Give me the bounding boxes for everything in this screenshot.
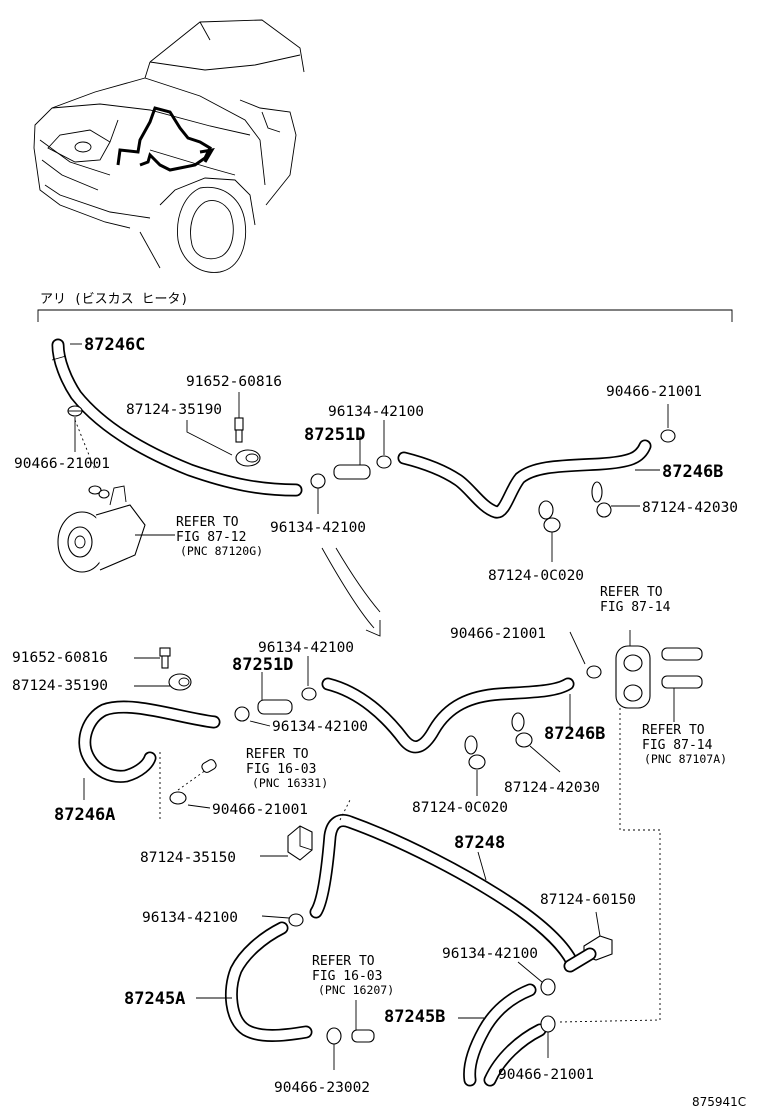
pipe-87251D-a — [310, 455, 392, 489]
label-87246C: 87246C — [84, 335, 145, 355]
part-labels: 87246C 91652-60816 87124-35190 90466-210… — [12, 335, 738, 1096]
svg-text:REFER TO: REFER TO — [312, 954, 375, 969]
vehicle-illustration — [33, 19, 305, 273]
label-87246B-a: 87246B — [662, 462, 723, 482]
svg-text:(PNC 87120G): (PNC 87120G) — [180, 544, 263, 558]
label-87124-60150: 87124-60150 — [540, 892, 636, 908]
bolt-91652-60816-b — [159, 647, 171, 669]
label-87124-35150: 87124-35150 — [140, 850, 236, 866]
svg-text:(PNC 16331): (PNC 16331) — [252, 776, 328, 790]
svg-text:FIG 16-03: FIG 16-03 — [312, 969, 382, 984]
clamp-90466-21001-b — [660, 429, 676, 443]
clamp-96134-42100-e — [288, 913, 304, 927]
hose-87246A — [78, 700, 221, 783]
label-87248: 87248 — [454, 833, 505, 853]
svg-text:FIG 16-03: FIG 16-03 — [246, 762, 316, 777]
clamp-90466-21001-c — [586, 665, 602, 679]
hose-87245A — [224, 921, 313, 1042]
label-90466-21001-d: 90466-21001 — [212, 802, 308, 818]
label-96134-42100-b: 96134-42100 — [270, 520, 366, 536]
label-91652-60816-a: 91652-60816 — [186, 374, 282, 390]
figure-id: 875941C — [692, 1095, 746, 1109]
svg-text:FIG 87-14: FIG 87-14 — [600, 600, 671, 615]
clamp-87124-42030-b — [511, 712, 533, 748]
svg-text:FIG 87-12: FIG 87-12 — [176, 530, 246, 545]
section-bracket — [37, 309, 733, 322]
reference-note-fig-16-03-b: REFER TO FIG 16-03 (PNC 16207) — [312, 954, 394, 997]
svg-text:REFER TO: REFER TO — [642, 723, 705, 738]
label-90466-23002: 90466-23002 — [274, 1080, 370, 1096]
label-87124-35190-b: 87124-35190 — [12, 678, 108, 694]
svg-text:REFER TO: REFER TO — [600, 585, 663, 600]
label-96134-42100-e: 96134-42100 — [142, 910, 238, 926]
clamp-90466-21001-a — [67, 405, 83, 417]
svg-text:REFER TO: REFER TO — [246, 747, 309, 762]
heater-unit — [615, 645, 651, 709]
clamp-87124-0C020-a — [538, 500, 561, 533]
label-87246B-b: 87246B — [544, 724, 605, 744]
hose-87245B — [463, 983, 547, 1087]
reference-note-fig-87-14-b: REFER TO FIG 87-14 (PNC 87107A) — [642, 723, 727, 766]
label-87124-0C020-b: 87124-0C020 — [412, 800, 508, 816]
clamp-87124-42030-a — [591, 481, 612, 518]
hose-87246B-a — [397, 439, 652, 519]
section-title: アリ (ビスカス ヒータ) — [40, 292, 188, 307]
label-90466-21001-c: 90466-21001 — [450, 626, 546, 642]
svg-text:FIG 87-14: FIG 87-14 — [642, 738, 713, 753]
clamp-87124-0C020-b — [464, 735, 486, 770]
plug-16-03-a — [201, 759, 217, 773]
clamp-90466-21001-d — [169, 791, 187, 805]
water-pump — [57, 485, 146, 573]
label-87251D-a: 87251D — [304, 425, 365, 445]
heater-pipes — [661, 647, 703, 689]
label-96134-42100-c: 96134-42100 — [258, 640, 354, 656]
pipe-87248 — [309, 814, 579, 969]
clamp-90466-23002 — [326, 1027, 342, 1045]
hose-87246C — [51, 338, 303, 497]
hose-87246B-b — [321, 677, 575, 754]
bracket-87124-35150 — [287, 825, 313, 861]
label-96134-42100-f: 96134-42100 — [442, 946, 538, 962]
reference-note-fig-87-14-a: REFER TO FIG 87-14 — [600, 585, 671, 615]
reference-note-fig-16-03-a: REFER TO FIG 16-03 (PNC 16331) — [246, 747, 328, 790]
label-96134-42100-d: 96134-42100 — [272, 719, 368, 735]
label-90466-21001-e: 90466-21001 — [498, 1067, 594, 1083]
label-87124-35190-a: 87124-35190 — [126, 402, 222, 418]
label-87246A: 87246A — [54, 805, 115, 825]
label-87124-0C020-a: 87124-0C020 — [488, 568, 584, 584]
label-87251D-b: 87251D — [232, 655, 293, 675]
clamp-87124-35190-a — [235, 449, 261, 467]
label-91652-60816-b: 91652-60816 — [12, 650, 108, 666]
label-87245A: 87245A — [124, 989, 185, 1009]
svg-text:(PNC 16207): (PNC 16207) — [318, 983, 394, 997]
bolt-91652-60816-a — [234, 417, 244, 443]
reference-note-fig-87-12: REFER TO FIG 87-12 (PNC 87120G) — [176, 515, 263, 558]
label-87124-42030-a: 87124-42030 — [642, 500, 738, 516]
label-87124-42030-b: 87124-42030 — [504, 780, 600, 796]
plug-16-03-b — [351, 1029, 375, 1043]
label-96134-42100-a: 96134-42100 — [328, 404, 424, 420]
clamp-96134-42100-f — [540, 978, 556, 996]
label-90466-21001-b: 90466-21001 — [606, 384, 702, 400]
label-90466-21001-a: 90466-21001 — [14, 456, 110, 472]
clamp-90466-21001-e — [540, 1015, 556, 1033]
label-87245B: 87245B — [384, 1007, 445, 1027]
svg-text:REFER TO: REFER TO — [176, 515, 239, 530]
pipe-87251D-b — [234, 687, 317, 722]
clamp-87124-35190-b — [168, 673, 192, 691]
flow-arrow — [321, 547, 381, 637]
svg-text:(PNC 87107A): (PNC 87107A) — [644, 752, 727, 766]
